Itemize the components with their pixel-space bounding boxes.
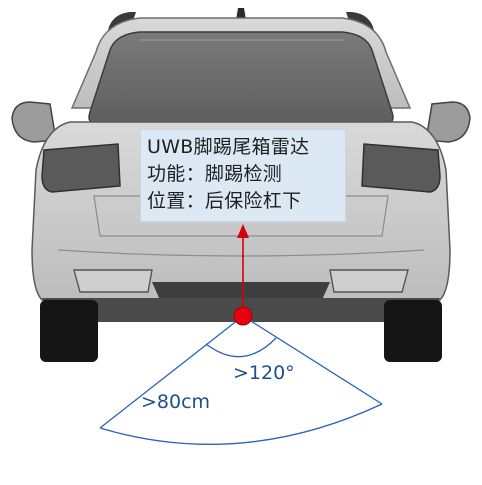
pointer-arrow-head [237,224,249,238]
uwb-sensor-dot [233,306,253,326]
diffuser [152,282,330,300]
exhaust-trim-left [73,269,153,293]
detection-angle-label: >120° [233,362,295,384]
detection-range-label: >80cm [141,391,211,413]
exhaust-trim-right [329,269,409,293]
detection-range-arc [99,403,383,445]
antenna-fin [236,8,246,20]
rear-window [88,31,394,125]
mirror-right [425,101,471,143]
sensor-function: 功能：脚踢检测 [147,163,283,185]
sensor-title: UWB脚踢尾箱雷达 [147,136,310,158]
tail-light-right [361,143,441,193]
sensor-position: 位置：后保险杠下 [147,190,302,212]
bumper-crease [57,249,425,257]
tail-light-left [41,143,121,193]
sensor-info-box: UWB脚踢尾箱雷达 功能：脚踢检测 位置：后保险杠下 [140,129,346,222]
angle-arc [205,337,277,358]
detection-boundary-right [242,315,383,405]
tire-left [40,300,98,362]
tire-right [384,300,442,362]
mirror-left [11,101,57,143]
detection-boundary-left [99,315,244,429]
